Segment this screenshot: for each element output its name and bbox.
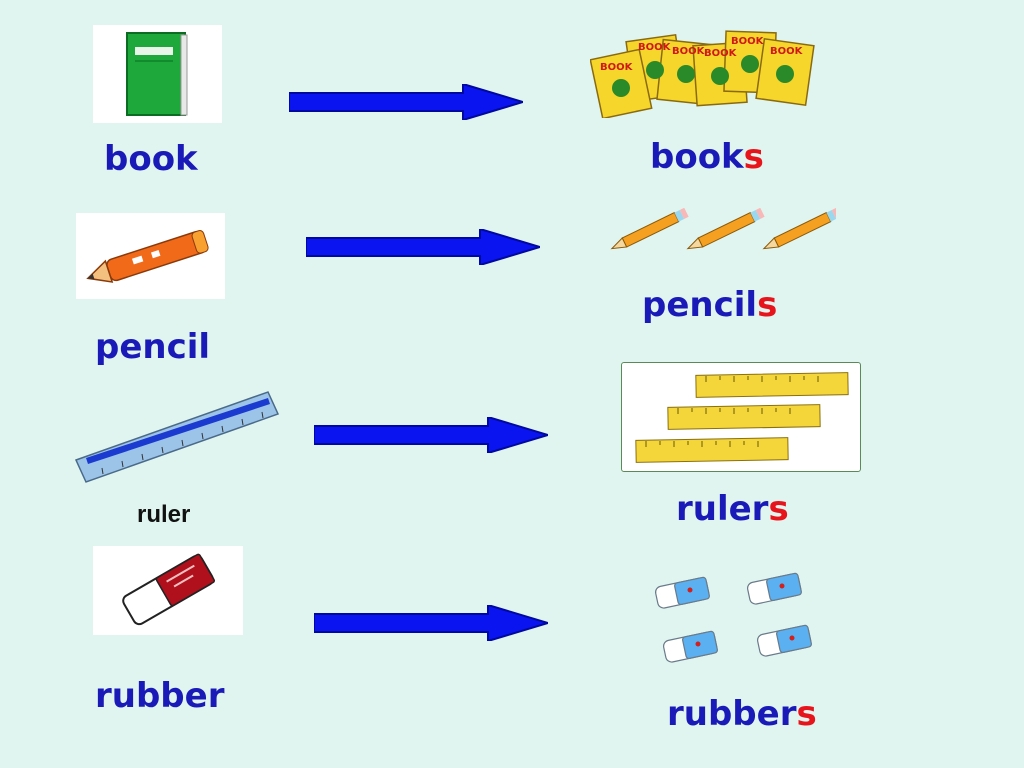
singular-word-book: book <box>104 139 198 179</box>
svg-text:BOOK: BOOK <box>672 46 706 57</box>
ruler-image <box>72 388 282 498</box>
rulers-image-card <box>621 362 861 472</box>
plural-suffix: s <box>743 137 764 177</box>
plural-word-books: books <box>650 140 764 174</box>
right-arrow-icon <box>306 229 540 265</box>
right-arrow-icon <box>314 605 548 641</box>
books-stack-icon: BOOK BOOK BOOK BOOK BOOK BOOK <box>590 30 815 118</box>
book-image-card <box>93 25 222 123</box>
ruler-icon <box>74 391 280 483</box>
plural-stem: ruler <box>676 489 769 529</box>
pencil-icon <box>86 230 209 283</box>
plural-word-rubbers: rubbers <box>667 697 817 731</box>
rubber-image-card <box>93 546 243 635</box>
svg-text:BOOK: BOOK <box>770 46 804 57</box>
rulers-icon <box>635 372 849 463</box>
svg-text:BOOK: BOOK <box>704 48 738 59</box>
plural-word-rulers: rulers <box>676 492 789 526</box>
right-arrow-icon <box>289 84 523 120</box>
rubbers-icon <box>655 572 812 663</box>
svg-text:BOOK: BOOK <box>731 36 765 47</box>
rubber-icon <box>122 553 215 626</box>
singular-word-pencil: pencil <box>95 327 211 367</box>
plural-suffix: s <box>757 285 778 325</box>
singular-word-rubber: rubber <box>95 676 225 716</box>
green-book-icon <box>126 32 188 116</box>
plural-stem: pencil <box>642 285 758 325</box>
books-stack-image: BOOK BOOK BOOK BOOK BOOK BOOK <box>590 28 822 118</box>
book-cover-text: BOOK <box>638 42 672 53</box>
singular-word-ruler: ruler <box>137 501 191 528</box>
right-arrow-icon <box>314 417 548 453</box>
plural-stem: rubber <box>667 694 797 734</box>
plural-stem: book <box>650 137 744 177</box>
svg-text:BOOK: BOOK <box>600 62 634 73</box>
rubbers-image <box>652 568 816 668</box>
plural-word-pencils: pencils <box>642 288 777 322</box>
pencils-icon <box>610 208 836 250</box>
pencils-image <box>604 208 836 258</box>
pencil-image-card <box>76 213 225 299</box>
plural-suffix: s <box>768 489 789 529</box>
plural-suffix: s <box>796 694 817 734</box>
